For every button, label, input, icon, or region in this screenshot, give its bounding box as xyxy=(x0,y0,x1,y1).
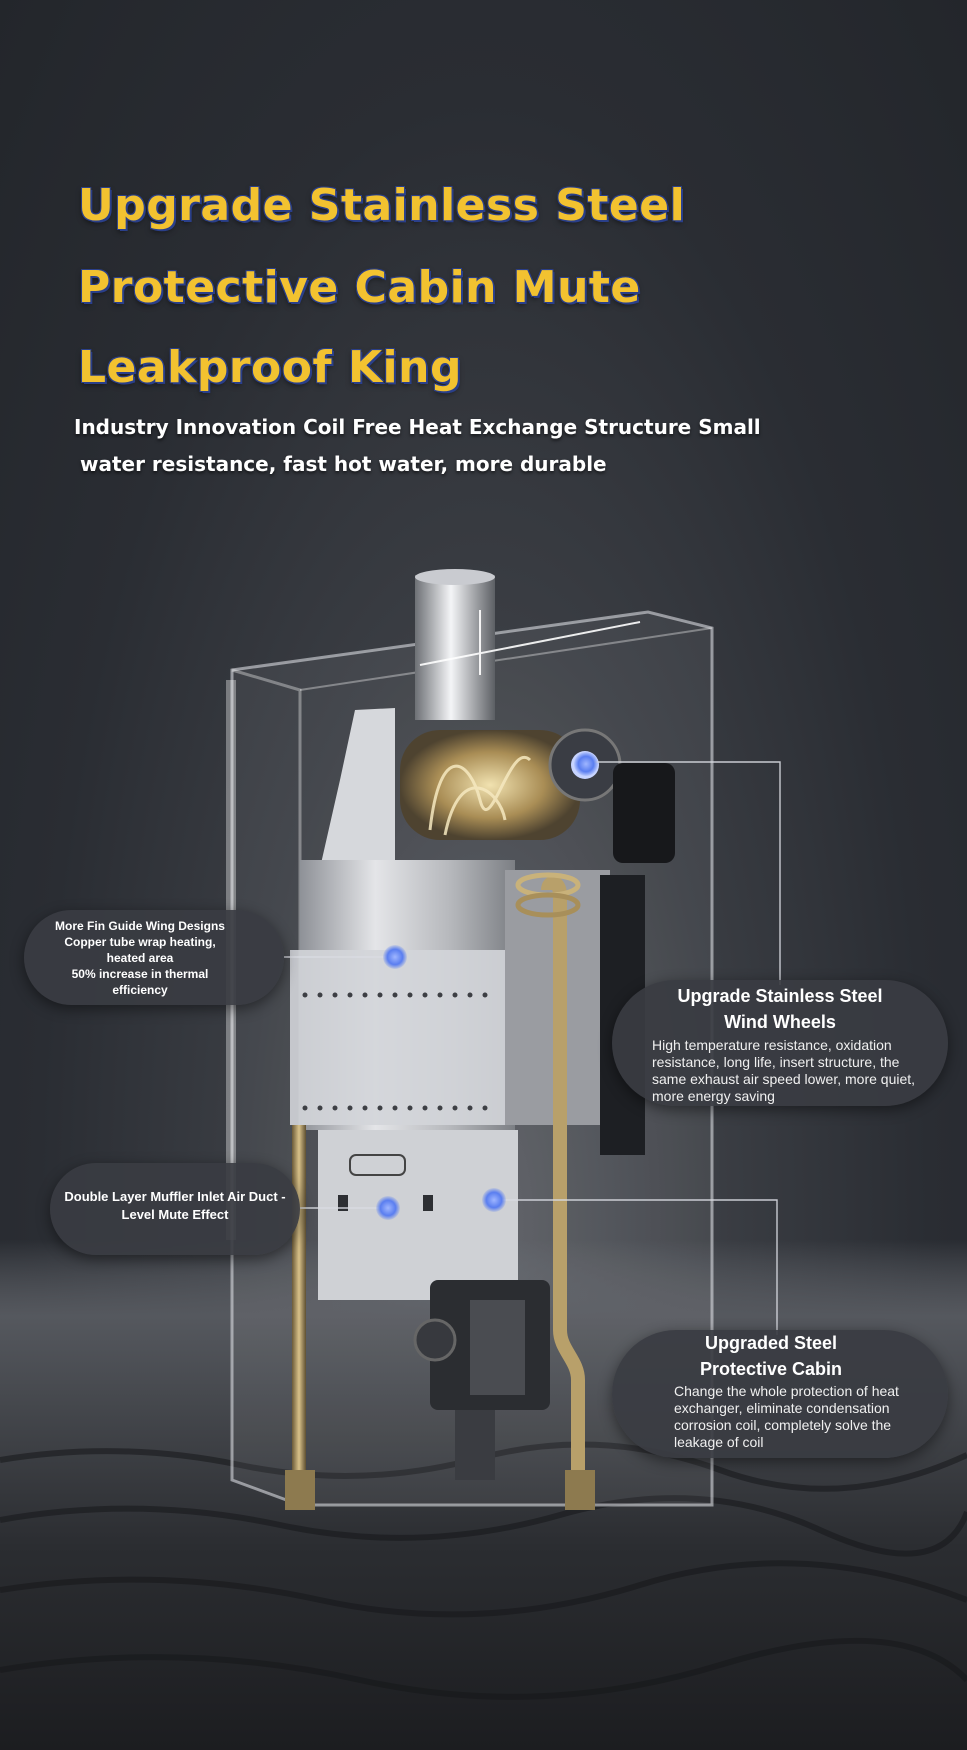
callout-muffler-text: Double Layer Muffler Inlet Air Duct - Le… xyxy=(64,1189,286,1222)
callout-cabin-body: Change the whole protection of heat exch… xyxy=(674,1383,899,1450)
marker-dot-muffler xyxy=(376,1196,400,1220)
headline-line-3: Leakproof King xyxy=(78,342,462,393)
callout-wind-title-line-2: Wind Wheels xyxy=(724,1012,836,1032)
subheadline-line-2: water resistance, fast hot water, more d… xyxy=(80,452,607,476)
callout-wind-body: High temperature resistance, oxidation r… xyxy=(652,1037,916,1104)
callout-wind-title: Upgrade Stainless Steel Wind Wheels xyxy=(652,983,908,1036)
headline-line-2: Protective Cabin Mute xyxy=(78,262,641,313)
callout-cabin-title: Upgraded Steel Protective Cabin xyxy=(674,1330,868,1383)
marker-dot-fin xyxy=(383,945,407,969)
wind-wheel xyxy=(400,730,580,840)
callout-cabin-title-line-1: Upgraded Steel xyxy=(704,1333,838,1353)
callout-fin-line: 50% increase in thermal xyxy=(71,967,209,981)
side-module xyxy=(613,763,675,863)
marker-dot-cabin xyxy=(482,1188,506,1212)
marker-dot-wind xyxy=(574,752,598,776)
callout-muffler: Double Layer Muffler Inlet Air Duct - Le… xyxy=(50,1163,300,1255)
muffler-box xyxy=(318,1130,518,1300)
headline-line-1: Upgrade Stainless Steel xyxy=(78,180,686,231)
callout-cabin-title-line-2: Protective Cabin xyxy=(699,1359,843,1379)
callout-wind-title-line-1: Upgrade Stainless Steel xyxy=(677,986,883,1006)
callout-wind-wheels: Upgrade Stainless Steel Wind Wheels High… xyxy=(612,980,948,1106)
callout-fin-line: heated area xyxy=(106,951,174,965)
callout-fin-line: efficiency xyxy=(112,983,168,997)
callout-fin-guide: More Fin Guide Wing Designs Copper tube … xyxy=(24,910,284,1005)
sparkle xyxy=(419,610,641,675)
callout-fin-line: More Fin Guide Wing Designs xyxy=(55,919,225,933)
callout-connectors xyxy=(284,761,781,1335)
subheadline-line-1: Industry Innovation Coil Free Heat Excha… xyxy=(74,415,761,439)
callout-protective-cabin: Upgraded Steel Protective Cabin Change t… xyxy=(612,1330,948,1458)
flue-chimney xyxy=(415,575,495,720)
callout-fin-line: Copper tube wrap heating, xyxy=(64,935,216,949)
water-ripples xyxy=(0,1441,967,1700)
